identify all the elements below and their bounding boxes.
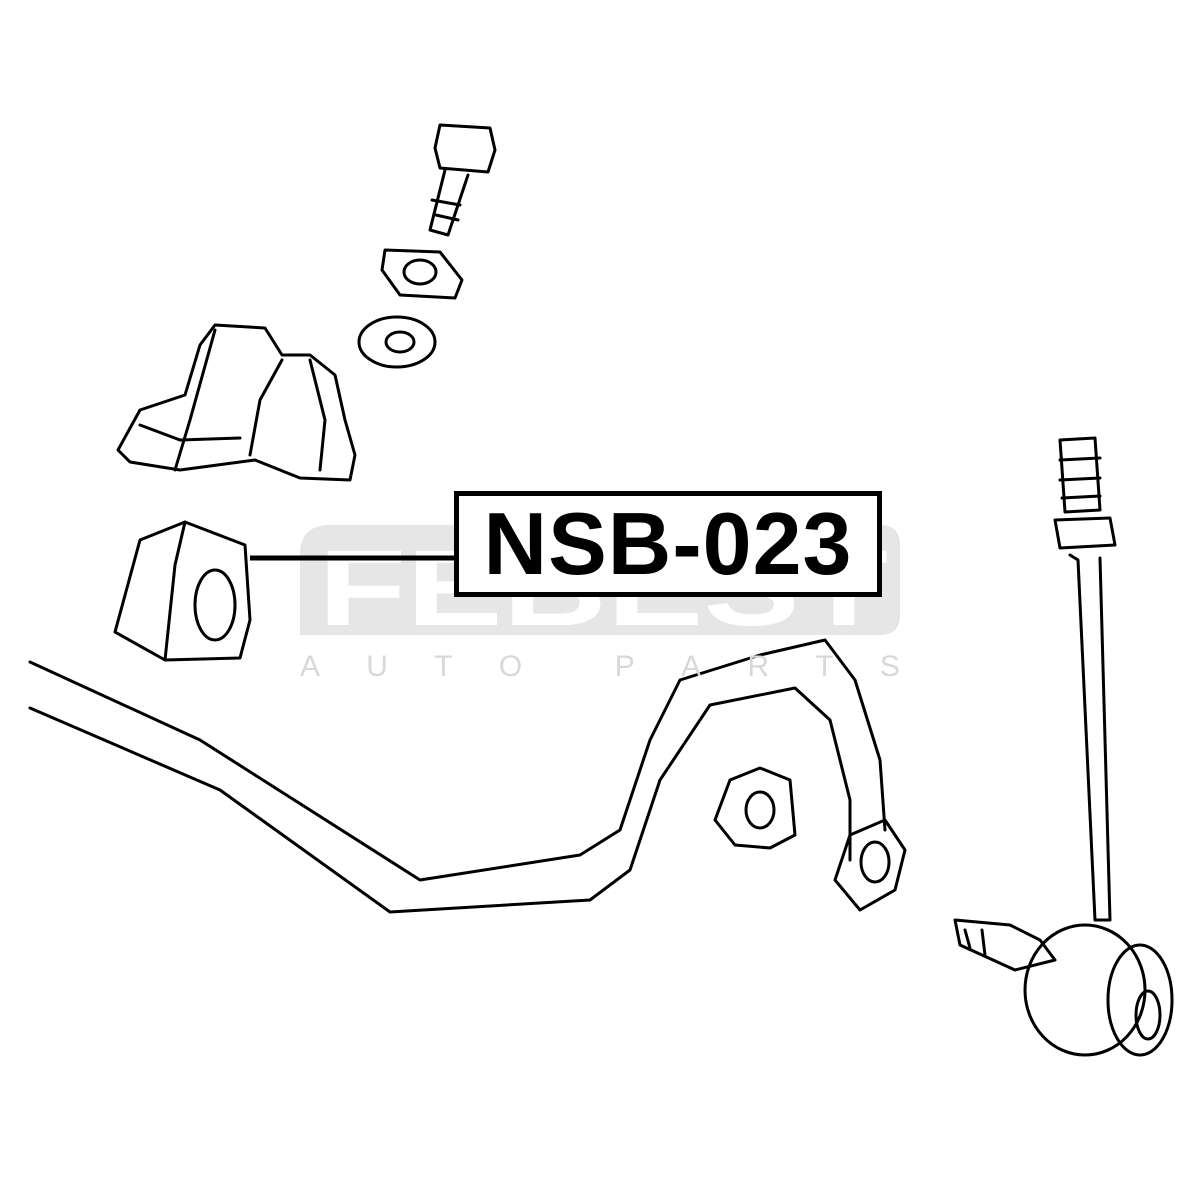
- stabilizer-link: [953, 436, 1174, 1057]
- tagline-letter: R: [747, 650, 770, 683]
- tagline-letter: U: [366, 650, 388, 683]
- tagline-letter: A: [300, 650, 321, 683]
- tagline-letter: P: [614, 650, 635, 683]
- tagline-letter: T: [434, 650, 453, 683]
- stabilizer-bracket: [116, 323, 357, 482]
- washer-lower: [357, 315, 437, 369]
- stabilizer-bar: [28, 638, 887, 914]
- tagline-letter: O: [498, 650, 523, 683]
- part-number-label: NSB-023: [483, 494, 853, 593]
- part-number-callout: NSB-023: [454, 491, 882, 597]
- watermark-tagline: A U T O P A R T S: [300, 650, 900, 684]
- tagline-letter: T: [815, 650, 834, 683]
- washer-upper: [380, 248, 464, 300]
- bolt: [428, 123, 497, 237]
- stabilizer-bushing: [113, 520, 455, 662]
- tagline-letter: S: [879, 650, 900, 683]
- nut: [713, 766, 797, 850]
- tagline-letter: A: [681, 650, 702, 683]
- link-bushing: [833, 818, 907, 912]
